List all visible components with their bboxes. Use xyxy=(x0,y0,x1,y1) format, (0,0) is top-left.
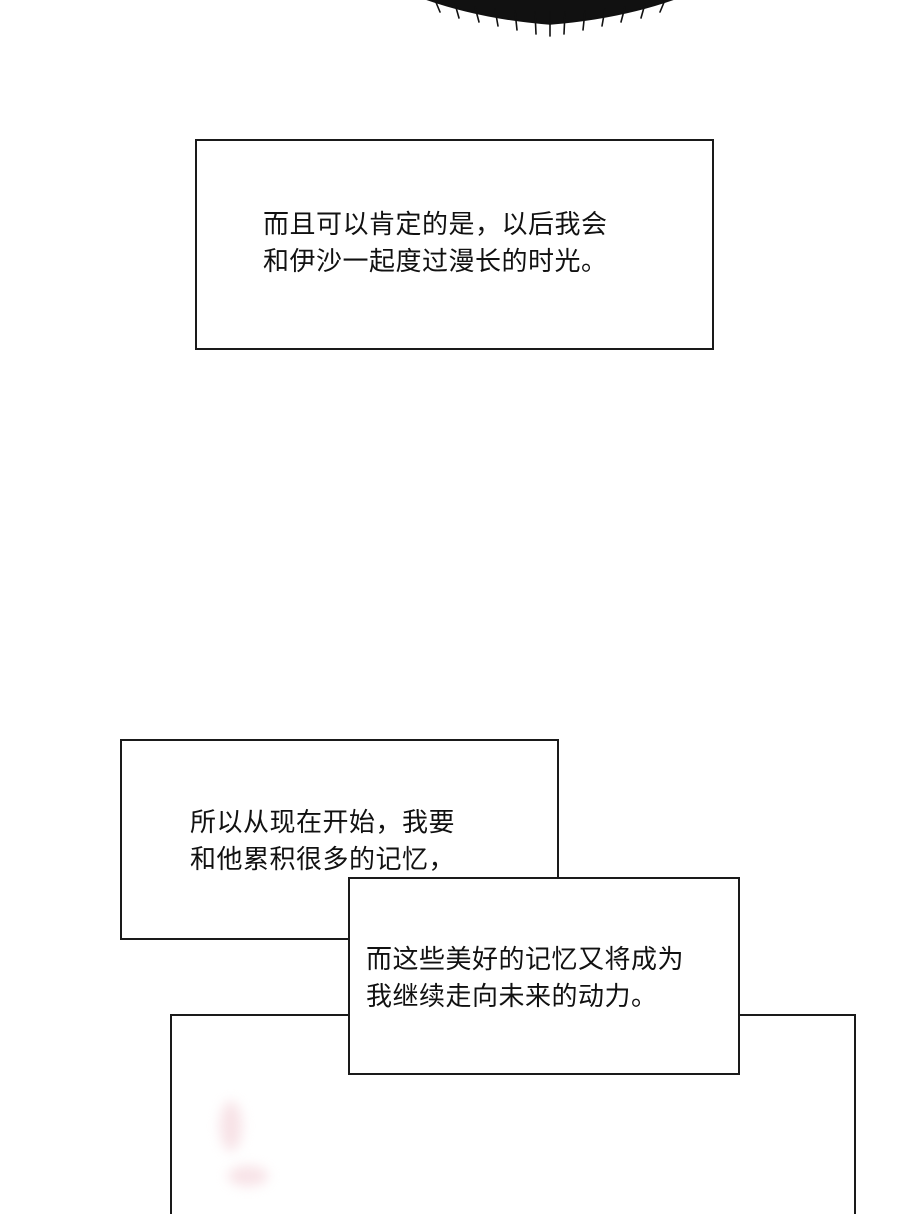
caption-text-3: 而这些美好的记忆又将成为 我继续走向未来的动力。 xyxy=(366,945,685,1012)
caption-box-3 xyxy=(348,877,740,1075)
caption-box-1 xyxy=(195,139,714,350)
caption-text-1: 而且可以肯定的是，以后我会 和伊沙一起度过漫长的时光。 xyxy=(263,210,608,277)
blush-spot-art xyxy=(220,1101,242,1151)
hair-fringe-art xyxy=(426,0,674,37)
caption-text-2: 所以从现在开始，我要 和他累积很多的记忆， xyxy=(190,808,456,875)
blush-spot-art xyxy=(228,1166,268,1186)
